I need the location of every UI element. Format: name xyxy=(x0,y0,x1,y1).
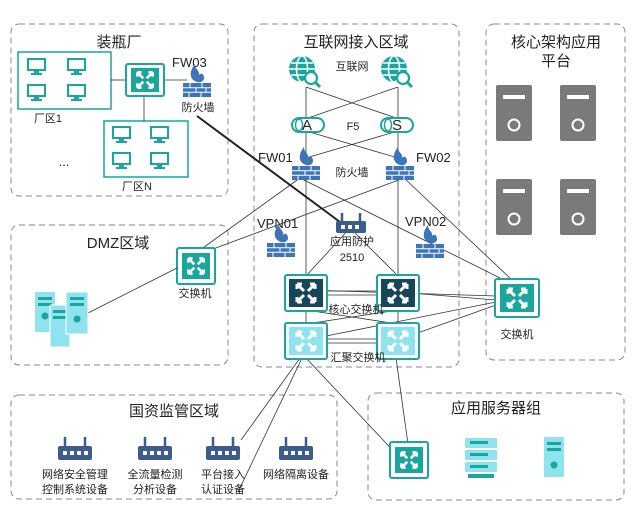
vpn02-label: VPN02 xyxy=(405,214,446,229)
zone-supervision xyxy=(10,394,338,500)
app-server-switch-icon xyxy=(389,441,429,479)
core-switch-1-icon xyxy=(284,274,328,312)
factory-switch-icon xyxy=(125,63,165,97)
zone-factory-title: 装瓶厂 xyxy=(96,34,141,51)
aggregation-switch-1-icon xyxy=(284,322,328,360)
zone-internet-access-title: 互联网接入区域 xyxy=(303,34,408,51)
app-protect-label: 应用防护 xyxy=(330,234,374,248)
app-protect-model: 2510 xyxy=(340,252,364,264)
zone-core-platform-title-line1: 核心架构应用 xyxy=(511,33,601,51)
fw01-label: FW01 xyxy=(258,150,293,165)
plants-ellipsis: ... xyxy=(59,154,70,169)
security-mgmt-device-label-line2: 控制系统设备 xyxy=(42,482,108,496)
app-protect-device-icon xyxy=(336,213,366,233)
plantN-label: 厂区N xyxy=(122,181,152,193)
zone-dmz-title: DMZ区域 xyxy=(87,235,150,252)
vpn01-label: VPN01 xyxy=(257,216,298,231)
traffic-analysis-device-label-line1: 全流量检测 xyxy=(128,467,183,481)
plantN-monitor-group xyxy=(103,120,189,178)
fw03-to-app-protect-link xyxy=(196,115,341,223)
tower-server-icon xyxy=(544,437,564,477)
zone-core-platform-title-line2: 平台 xyxy=(541,53,571,70)
rack-server-icon xyxy=(495,178,533,236)
fw03-label: FW03 xyxy=(172,55,207,70)
aggregation-switch-label: 汇聚交换机 xyxy=(331,350,386,364)
internet-label: 互联网 xyxy=(336,60,369,73)
fw02-label: FW02 xyxy=(416,150,451,165)
router-a-label: A xyxy=(302,117,312,134)
platform-switch-label: 交换机 xyxy=(501,327,534,341)
rack-server-icon xyxy=(495,84,533,142)
router-s-label: S xyxy=(392,117,402,134)
fw03-caption: 防火墙 xyxy=(182,100,215,114)
security-mgmt-device-label-line1: 网络安全管理 xyxy=(42,467,108,481)
plant1-label: 厂区1 xyxy=(34,113,62,125)
rack-server-icon xyxy=(559,84,597,142)
f5-label: F5 xyxy=(347,121,360,133)
dmz-server-cluster-icon xyxy=(35,291,89,348)
rack-server-icon xyxy=(559,178,597,236)
dmz-switch-icon xyxy=(176,247,216,285)
traffic-analysis-device-label-line2: 分析设备 xyxy=(133,482,177,496)
plant1-monitor-group xyxy=(17,51,112,110)
zone-factory xyxy=(10,23,229,197)
platform-auth-device-label-line1: 平台接入 xyxy=(201,467,245,481)
zone-app-servers-title: 应用服务器组 xyxy=(451,399,541,417)
core-switch-label: 核心交换机 xyxy=(329,302,384,316)
isolation-device-label: 网络隔离设备 xyxy=(263,467,329,481)
firewall-pair-label: 防火墙 xyxy=(336,165,369,179)
core-switch-2-icon xyxy=(376,274,420,312)
platform-auth-device-label-line2: 认证设备 xyxy=(201,482,245,496)
server-rack-icon xyxy=(465,438,497,478)
dmz-switch-label: 交换机 xyxy=(179,286,212,300)
zone-supervision-title: 国资监管区域 xyxy=(129,403,219,420)
platform-switch-icon xyxy=(494,278,540,318)
aggregation-switch-2-icon xyxy=(376,322,420,360)
